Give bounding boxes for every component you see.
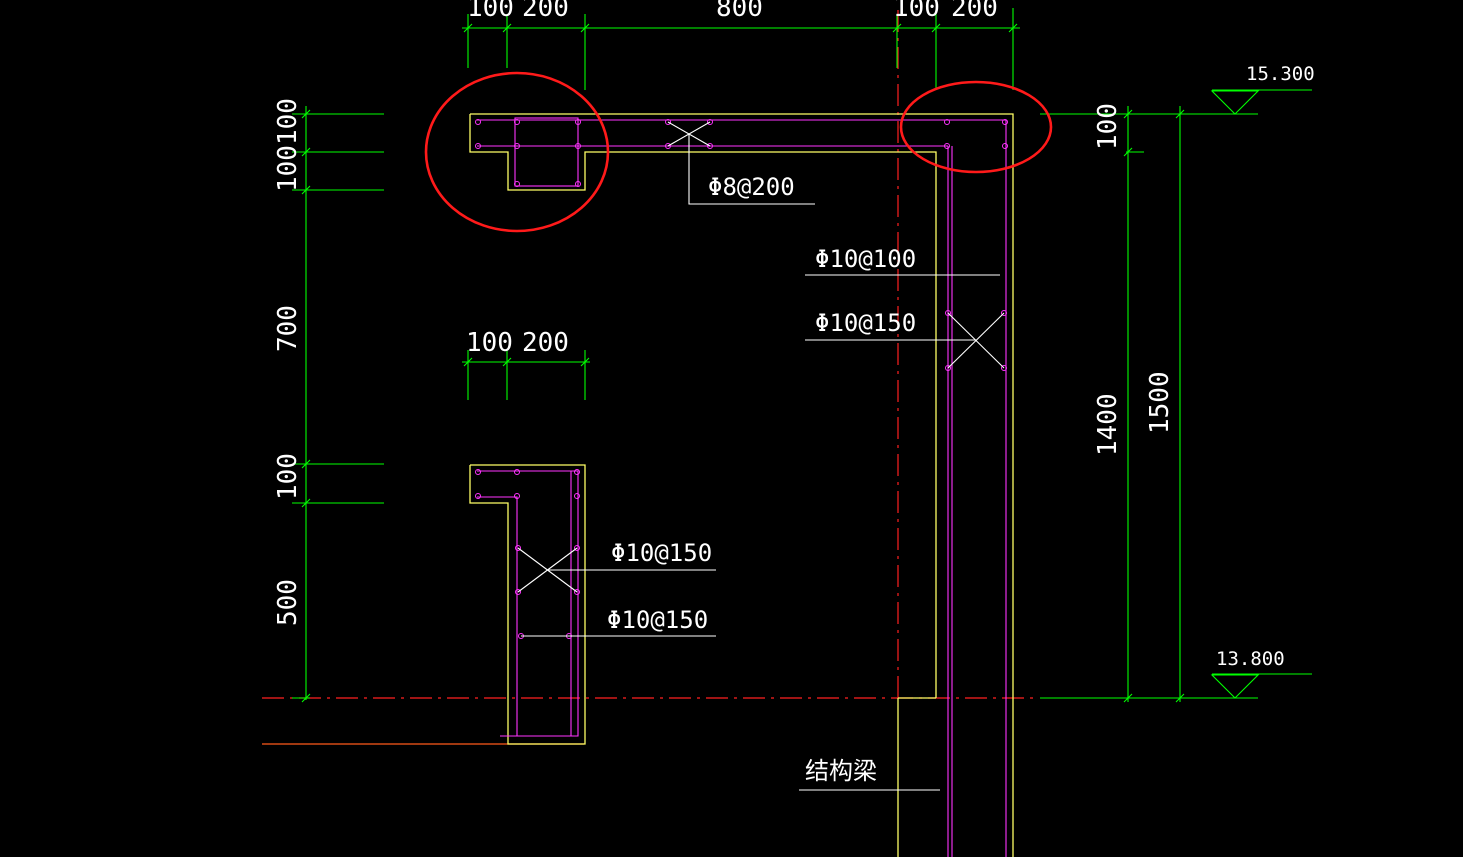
rebar-label-wall-a: Φ10@100 [815, 245, 916, 273]
dim-left-100100: 100100 [273, 98, 303, 192]
dim-mid-100: 100 [466, 328, 513, 358]
dim-right-1500: 1500 [1145, 371, 1175, 434]
lower-outer-bar [477, 470, 579, 737]
dim-top-200b: 200 [951, 0, 998, 23]
dim-mid-200: 200 [522, 328, 569, 358]
dim-left-100: 100 [273, 453, 303, 500]
rebar-label-lower-a: Φ10@150 [611, 539, 712, 567]
structural-beam-label: 结构梁 [805, 757, 877, 785]
highlights [424, 71, 1053, 233]
rebar [477, 117, 1007, 857]
leader-lines [521, 134, 1000, 791]
center-lines [262, 10, 1035, 699]
rebar-label-wall-b: Φ10@150 [815, 309, 916, 337]
elevation-triangle-bottom [1210, 674, 1260, 699]
slab-rebar-leader [688, 134, 815, 205]
concrete-outline [469, 113, 1014, 857]
dim-left-500: 500 [273, 579, 303, 626]
left-drop-stirrup [514, 117, 579, 187]
top-slab-outline [470, 113, 1014, 857]
elevation-top-label: 15.300 [1246, 63, 1315, 85]
rebar-label-lower-b: Φ10@150 [607, 606, 708, 634]
dim-right-100: 100 [1093, 103, 1123, 150]
rebar-label-slab: Φ8@200 [708, 173, 795, 201]
right-corner-circle [899, 80, 1053, 174]
elevation-triangle-top [1210, 90, 1260, 115]
dim-left-700: 700 [273, 305, 303, 352]
rebar-dots [475, 119, 1008, 639]
dim-top-200a: 200 [522, 0, 569, 23]
lower-element-outline [469, 464, 586, 745]
left-corner-circle [424, 71, 610, 233]
lower-inner-bar [477, 496, 518, 736]
dimension-lines [292, 8, 1312, 703]
top-slab-inner-outline [469, 114, 937, 698]
dim-top-800: 800 [716, 0, 763, 23]
dim-right-1400: 1400 [1093, 393, 1123, 456]
dim-top-100b: 100 [893, 0, 940, 23]
dim-top-100a: 100 [467, 0, 514, 23]
elevation-bottom-label: 13.800 [1216, 648, 1285, 670]
